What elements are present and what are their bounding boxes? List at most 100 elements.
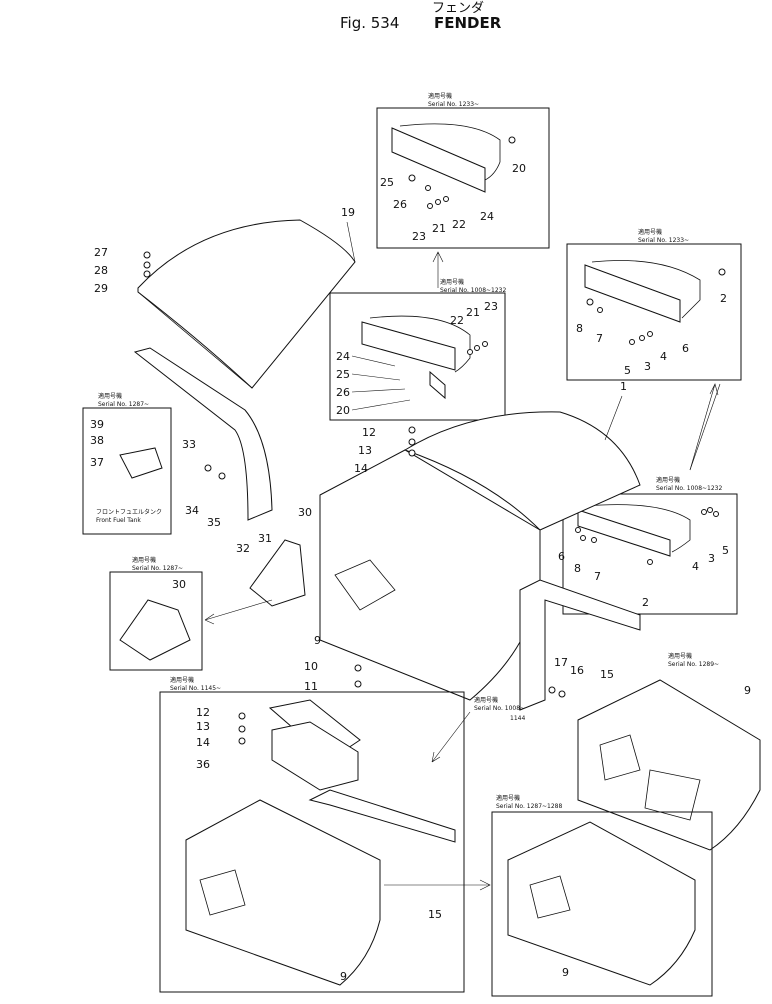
washer-13	[408, 438, 416, 446]
bracket-lower	[429, 370, 446, 400]
bolt-5	[713, 511, 719, 517]
inset-frame	[82, 407, 172, 535]
callout-11: 11	[304, 680, 318, 693]
serial-label-jp: 適用号機	[98, 392, 122, 400]
callout-37: 37	[90, 456, 104, 469]
bolt-6	[575, 527, 581, 533]
leader-19	[346, 221, 356, 263]
bracket-15	[519, 579, 641, 711]
serial-label: Serial No. 1008~1232	[656, 485, 723, 492]
serial-label-jp: 適用号機	[668, 652, 692, 660]
washer-11	[354, 680, 362, 688]
inset-serial-1145: 適用号機 Serial No. 1145~ 36 12 13 14 15 9	[159, 676, 465, 993]
callout-7: 7	[594, 570, 601, 583]
serial-label-jp: 適用号機	[474, 696, 498, 704]
callout-35: 35	[207, 516, 221, 529]
washer-4	[647, 331, 653, 337]
serial-label: Serial No. 1289~	[668, 661, 719, 668]
bolt-34	[204, 464, 212, 472]
callout-14: 14	[354, 462, 368, 475]
bolt-20	[508, 136, 516, 144]
washer-3	[639, 335, 645, 341]
callout-30: 30	[172, 578, 186, 591]
inset-serial-1287-1288: 適用号機 Serial No. 1287~1288 9	[384, 794, 713, 997]
inset-frame	[329, 292, 506, 421]
callout-15: 15	[600, 668, 614, 681]
serial-label-jp: 適用号機	[496, 794, 520, 802]
callout-4: 4	[660, 350, 667, 363]
callout-9: 9	[314, 634, 321, 647]
washer-35	[218, 472, 226, 480]
fender-edge	[584, 504, 691, 553]
inset-serial-1289: 適用号機 Serial No. 1289~ 9	[577, 652, 761, 851]
callout-25: 25	[336, 368, 350, 381]
fender-edge	[369, 315, 471, 373]
leader-1	[604, 395, 623, 441]
callout-31: 31	[258, 532, 272, 545]
bracket-6	[577, 509, 671, 557]
callout-23: 23	[484, 300, 498, 313]
bolt-23	[482, 341, 488, 347]
callout-33: 33	[182, 438, 196, 451]
figure-title: FENDER	[434, 14, 502, 32]
inset-front-fuel-tank: 適用号機 Serial No. 1287~ 39 38 37 フロントフュエルタ…	[82, 392, 172, 535]
cutout	[599, 734, 641, 781]
washer-26	[425, 185, 431, 191]
callout-22: 22	[450, 314, 464, 327]
washer-13	[238, 725, 246, 733]
callout-9: 9	[744, 684, 751, 697]
bolt-12	[408, 426, 416, 434]
callout-20: 20	[512, 162, 526, 175]
washer-17	[548, 686, 556, 694]
callout-2: 2	[642, 596, 649, 609]
bolt-7	[597, 307, 603, 313]
nut-4	[701, 509, 707, 515]
arrow-line-2	[689, 383, 721, 471]
callout-39: 39	[90, 418, 104, 431]
bolt-12	[238, 712, 246, 720]
serial-label-jp: 適用号機	[170, 676, 194, 684]
serial-label: Serial No. 1287~	[132, 565, 183, 572]
fender-19	[137, 219, 356, 389]
callout-20: 20	[336, 404, 350, 417]
cutout	[529, 875, 571, 919]
callout-36: 36	[196, 758, 210, 771]
callout-22: 22	[452, 218, 466, 231]
leaders	[351, 355, 411, 411]
serial-label: Serial No. 1145~	[170, 685, 221, 692]
inset-bracket-30: 適用号機 Serial No. 1287~ 30	[109, 556, 203, 671]
cutout	[644, 769, 701, 821]
bolt-2	[718, 268, 726, 276]
callout-5: 5	[624, 364, 631, 377]
tank-caption-en: Front Fuel Tank	[96, 517, 141, 524]
title-jp: フェンダ	[432, 1, 484, 16]
callout-15: 15	[428, 908, 442, 921]
nut-22	[467, 349, 473, 355]
inset-frame	[376, 107, 550, 249]
inset-frame	[566, 243, 742, 381]
callout-23: 23	[412, 230, 426, 243]
bracket-33	[133, 347, 273, 521]
callout-2: 2	[720, 292, 727, 305]
figure-number: Fig. 534	[340, 14, 399, 32]
arrow-to-30-inset	[204, 599, 273, 625]
callout-3: 3	[708, 552, 715, 565]
callout-30: 30	[298, 506, 312, 519]
fender-19-assembly: 19 27 28 29	[94, 206, 356, 389]
inset-frame	[109, 571, 203, 671]
washer-21	[474, 345, 480, 351]
callout-26: 26	[336, 386, 350, 399]
bracket-15-assembly: 15 17 16	[519, 579, 641, 711]
inset-serial-1233-top: 適用号機 Serial No. 1233~ 20 25 26 21 22 23 …	[376, 92, 550, 249]
cutout	[199, 869, 246, 916]
callout-38: 38	[90, 434, 104, 447]
callout-19: 19	[341, 206, 355, 219]
serial-label: Serial No. 1008~	[474, 705, 525, 712]
callout-13: 13	[358, 444, 372, 457]
nut-23	[427, 203, 433, 209]
bracket-33-assembly: 33 34 35	[133, 347, 273, 529]
washer-8	[586, 298, 594, 306]
callout-17: 17	[554, 656, 568, 669]
inset-serial-1008-1232-mid: 適用号機 Serial No. 1008~1232 22 21 23 24 25…	[329, 278, 507, 421]
bolt-2	[647, 559, 653, 565]
